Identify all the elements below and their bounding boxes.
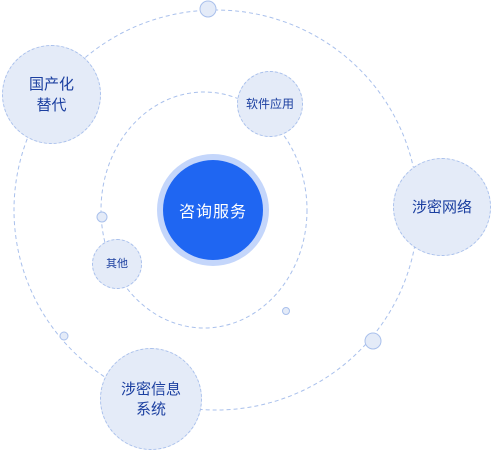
- node-guochan-line1: 国产化: [28, 75, 74, 94]
- node-shemi-xinxi-xitong: 涉密信息 系统: [100, 348, 202, 450]
- node-guochan-line2: 替代: [36, 95, 67, 114]
- orbit-dot-left-outer: [59, 331, 69, 341]
- inner-orbit: [100, 91, 308, 329]
- node-shemi-info-line2: 系统: [135, 400, 166, 418]
- orbit-dot-left-inner: [96, 211, 108, 223]
- center-node-label: 咨询服务: [178, 202, 247, 221]
- node-shemi-info-line1: 涉密信息: [120, 379, 181, 398]
- orbit-dot-bottom-inner: [282, 307, 290, 315]
- node-shemi-net-label: 涉密网络: [411, 197, 472, 216]
- orbit-dot-right-outer: [364, 332, 382, 350]
- node-shemi-wangluo: 涉密网络: [393, 158, 491, 256]
- center-node-zixun-fuwu: 咨询服务: [163, 160, 263, 260]
- node-qita-label: 其他: [106, 256, 128, 270]
- orbit-dot-top: [199, 0, 217, 18]
- node-qita: 其他: [92, 239, 142, 289]
- node-ruanjian-label: 软件应用: [245, 96, 294, 111]
- node-guochan-tidai: 国产化 替代: [2, 45, 101, 144]
- node-ruanjian-yingyong: 软件应用: [237, 71, 303, 137]
